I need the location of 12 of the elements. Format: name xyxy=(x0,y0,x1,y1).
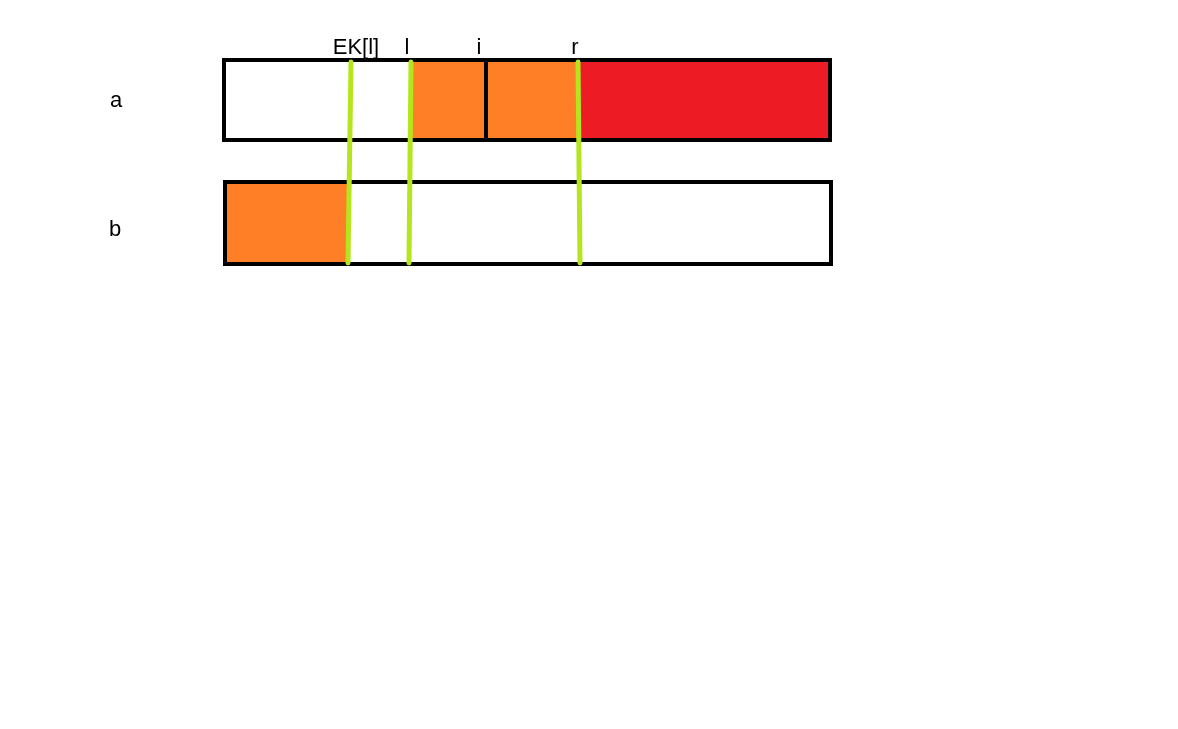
filled-segment xyxy=(410,62,484,138)
array-name: b xyxy=(108,218,122,240)
pointer-label: i xyxy=(476,36,482,58)
array-bar xyxy=(223,180,833,266)
filled-segment xyxy=(488,62,578,138)
array-bar xyxy=(222,58,832,142)
array-name: a xyxy=(109,89,123,111)
pointer-label: EK[l] xyxy=(332,36,380,58)
pointer-label: r xyxy=(571,36,579,58)
filled-segment xyxy=(227,184,348,262)
pointer-label: l xyxy=(404,36,410,58)
filled-segment xyxy=(578,62,828,138)
